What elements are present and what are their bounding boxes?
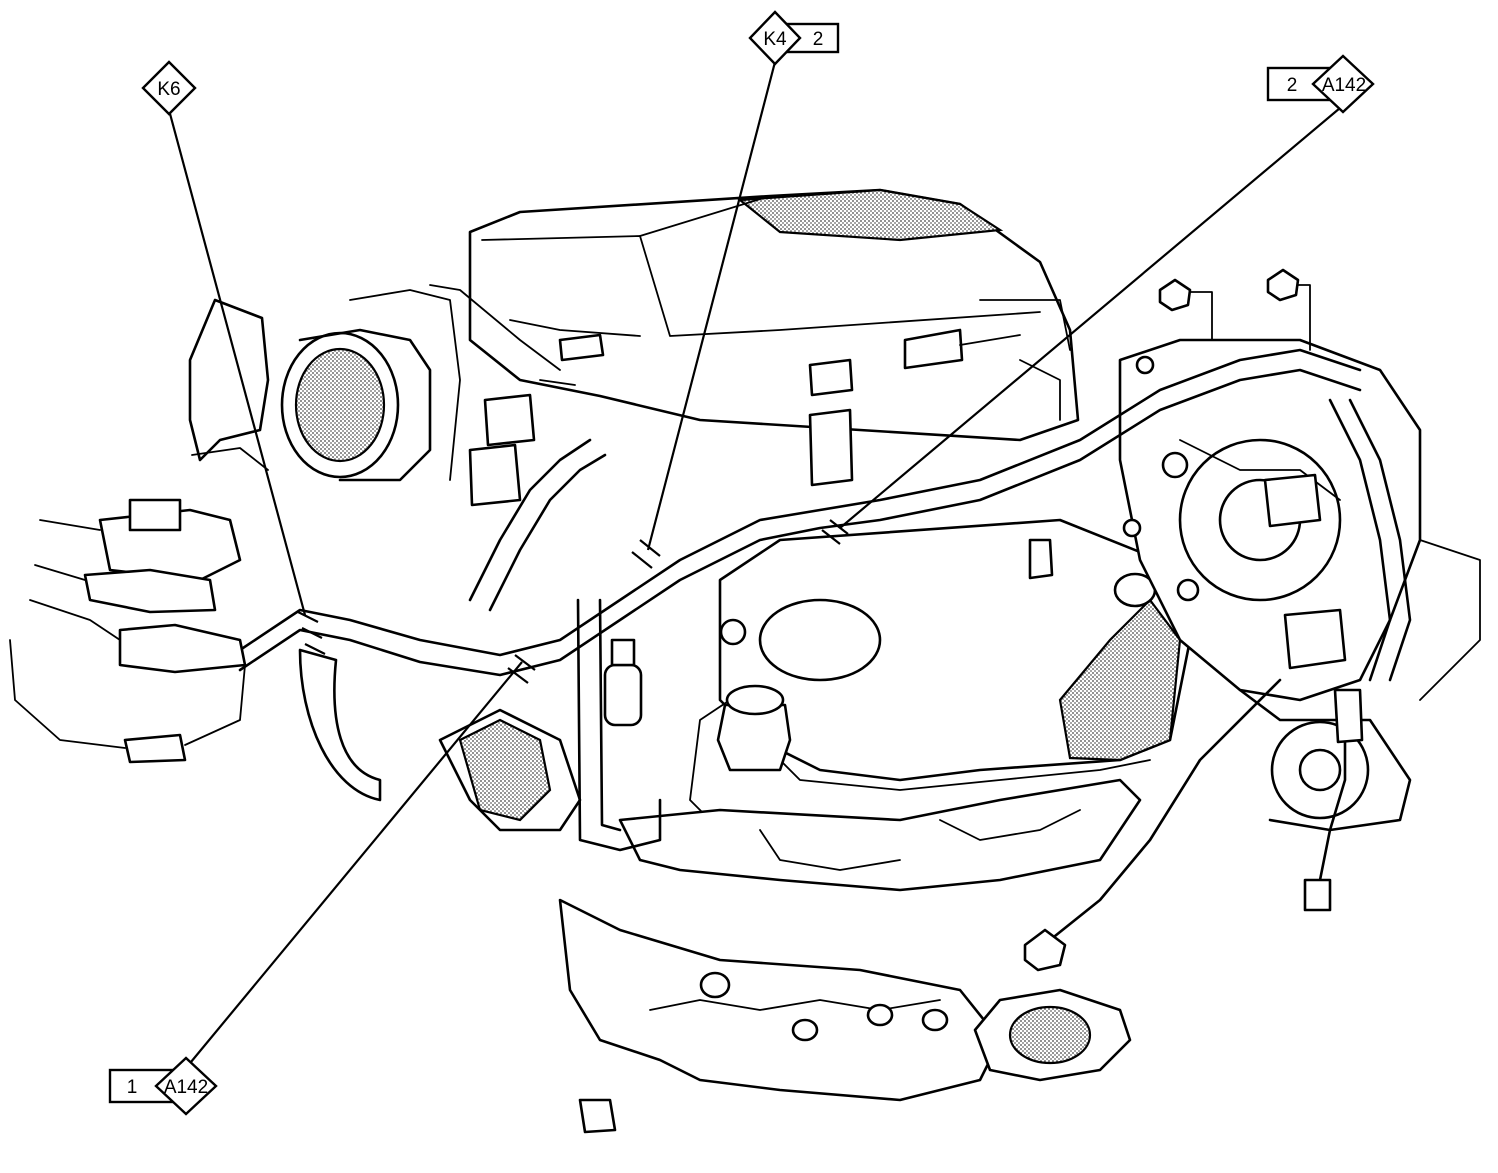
leader-a142-left <box>185 661 523 1069</box>
leader-k4 <box>646 61 777 551</box>
callout-a142-left-code: A142 <box>164 1077 208 1098</box>
callout-k4-view: 2 <box>813 29 824 50</box>
callout-a142-left-view: 1 <box>127 1077 138 1098</box>
callout-a142-left: 1 A142 <box>108 1056 218 1116</box>
callout-a142-right-view: 2 <box>1287 75 1298 96</box>
callout-k6: K6 <box>141 60 197 116</box>
callout-a142-right: 2 A142 <box>1266 54 1375 114</box>
callout-k4-code: K4 <box>763 29 787 50</box>
leader-a142-right <box>839 107 1341 529</box>
callout-a142-right-code: A142 <box>1322 75 1366 96</box>
callout-k4: K4 2 <box>748 10 840 66</box>
leader-lines <box>167 61 1341 1069</box>
leader-k6 <box>167 109 307 616</box>
callout-k6-code: K6 <box>157 79 180 100</box>
engine-illustration <box>9 188 1481 1134</box>
